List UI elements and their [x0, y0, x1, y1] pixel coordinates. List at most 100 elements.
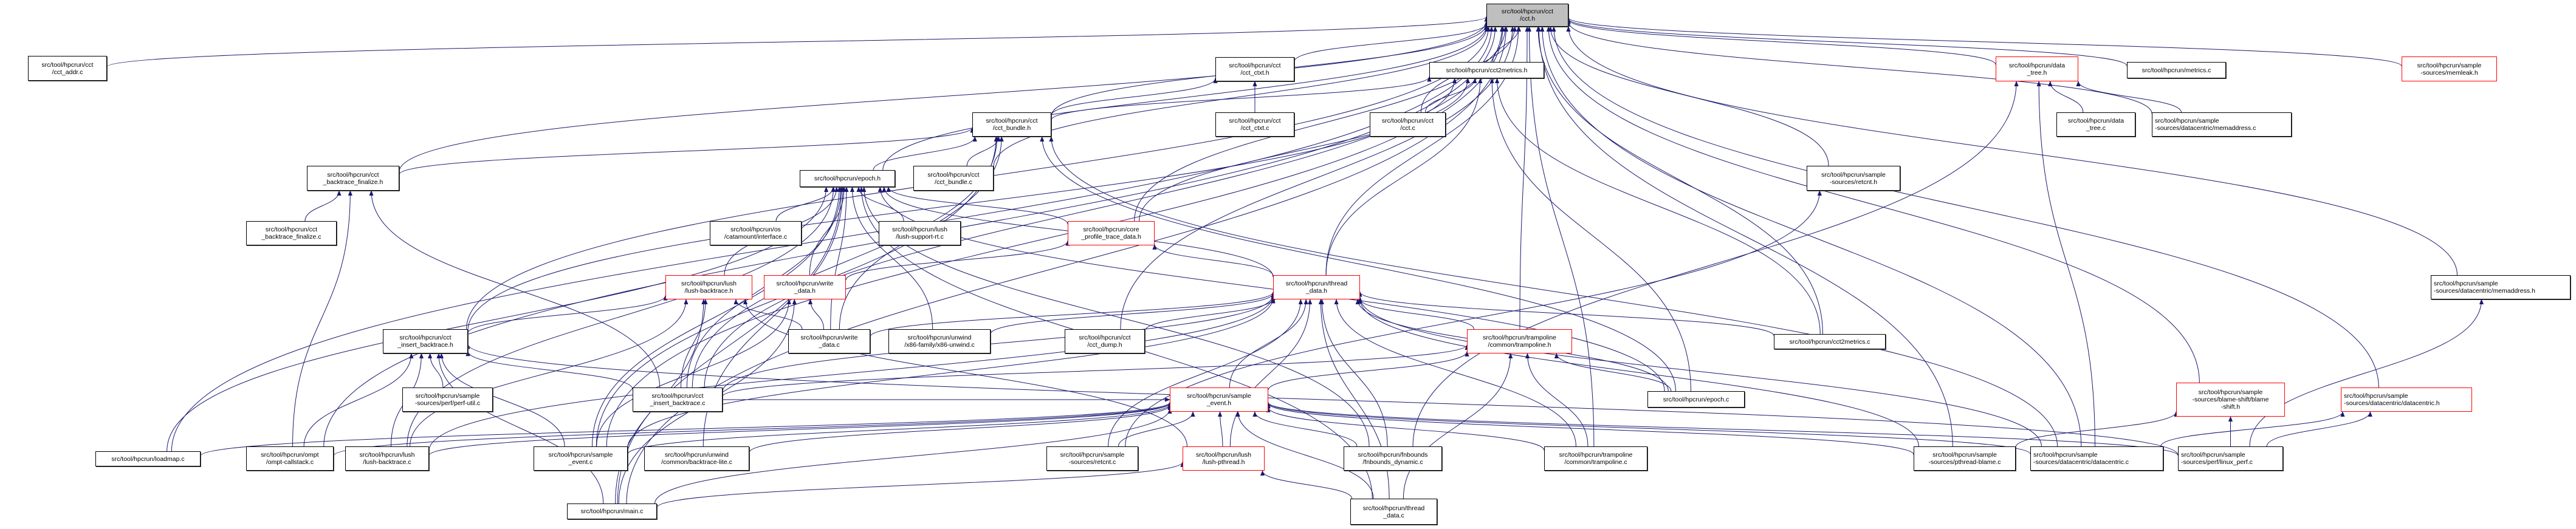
node-memaddress-h[interactable]: src/tool/hpcrun/sample -sources/datacent…	[2431, 275, 2571, 299]
node-write-data-h[interactable]: src/tool/hpcrun/write _data.h	[764, 275, 846, 299]
node-sample-event-c[interactable]: src/tool/hpcrun/sample _event.c	[534, 446, 628, 471]
edge-memaddress-c-to-data-tree-h	[2076, 81, 2182, 113]
node-ompt-callstack-c[interactable]: src/tool/hpcrun/ompt /ompt-callstack.c	[246, 446, 334, 471]
node-x86-unwind-c[interactable]: src/tool/hpcrun/unwind /x86-family/x86-u…	[888, 329, 991, 353]
edge-insert-bt-h-to-lush-backtrace-h	[467, 295, 668, 333]
node-cct-addr-c[interactable]: src/tool/hpcrun/cct /cct_addr.c	[28, 56, 107, 81]
node-insert-bt-h[interactable]: src/tool/hpcrun/cct _insert_backtrace.h	[383, 329, 468, 353]
edge-metrics-c-to-cct-h	[1566, 18, 2128, 66]
node-bt-finalize-h[interactable]: src/tool/hpcrun/cct _backtrace_finalize.…	[307, 166, 399, 191]
node-cct-bundle-c[interactable]: src/tool/hpcrun/cct /cct_bundle.c	[913, 166, 994, 191]
edge-ompt-callstack-c-to-insert-bt-h	[303, 353, 414, 447]
node-memaddress-c[interactable]: src/tool/hpcrun/sample -sources/datacent…	[2152, 112, 2292, 137]
edge-bt-finalize-h-to-cct-h	[399, 20, 1489, 172]
edge-cct-dump-h-to-thread-data-h	[1144, 298, 1276, 332]
node-trampoline-c[interactable]: src/tool/hpcrun/trampoline /common/tramp…	[1544, 446, 1647, 471]
node-datacentric-h[interactable]: src/tool/hpcrun/sample -sources/datacent…	[2341, 387, 2472, 412]
node-cct-ctxt-h[interactable]: src/tool/hpcrun/cct /cct_ctxt.h	[1215, 57, 1294, 81]
edge-cct-c-to-cct2metrics-h	[1425, 78, 1477, 113]
edge-write-data-h-to-core-profile-h	[845, 240, 1070, 281]
edge-loadmap-c-to-cct-h	[171, 26, 1494, 452]
edge-fnbounds-dyn-c-to-thread-data-h	[1319, 299, 1388, 447]
node-main-c[interactable]: src/tool/hpcrun/main.c	[567, 503, 657, 519]
edge-pthread-blame-c-to-cct-h	[1536, 26, 1953, 447]
node-epoch-c[interactable]: src/tool/hpcrun/epoch.c	[1647, 391, 1745, 408]
edge-cct2metrics-c-to-cct2metrics-h	[1494, 78, 1821, 335]
edge-linux-perf-c-to-memaddress-h	[2249, 299, 2484, 447]
edge-trampoline-h-to-thread-data-h	[1358, 298, 1474, 330]
node-core-profile-h[interactable]: src/tool/hpcrun/core _profile_trace_data…	[1068, 221, 1155, 245]
edge-retcnt-c-to-thread-data-h	[1108, 299, 1303, 447]
edge-datacentric-c-to-cct-h	[1540, 26, 2082, 447]
node-data-tree-c[interactable]: src/tool/hpcrun/data _tree.c	[2056, 112, 2135, 137]
edge-thread-data-h-to-core-profile-h	[1152, 244, 1274, 276]
edge-ompt-callstack-c-to-sample-event-h	[333, 402, 1172, 456]
node-lush-backtrace-h[interactable]: src/tool/hpcrun/lush /lush-backtrace.h	[665, 275, 752, 299]
node-cct-c[interactable]: src/tool/hpcrun/cct /cct.c	[1370, 112, 1446, 137]
edge-trampoline-c-to-cct-h	[1527, 26, 1595, 447]
node-lush-support-c[interactable]: src/tool/hpcrun/lush /lush-support-rt.c	[879, 221, 961, 245]
edge-thread-data-h-to-cct2metrics-h	[1325, 78, 1483, 276]
edge-insert-bt-c-to-thread-data-h	[722, 294, 1276, 392]
edge-datacentric-c-to-data-tree-h	[2036, 81, 2095, 447]
node-backtrace-lite-c[interactable]: src/tool/hpcrun/unwind /common/backtrace…	[644, 446, 749, 471]
edge-pthread-blame-c-to-blame-shift-h	[2015, 411, 2179, 448]
edge-linux-perf-c-to-sample-event-h	[1266, 401, 2179, 456]
edge-perf-util-c-to-insert-bt-h	[428, 353, 444, 388]
node-epoch-h[interactable]: src/tool/hpcrun/epoch.h	[800, 170, 895, 187]
edge-cct-bundle-c-to-cct-h	[993, 26, 1489, 167]
edge-datacentric-c-to-datacentric-h	[2160, 411, 2345, 447]
edge-bt-finalize-h-to-cct-bundle-h	[399, 127, 975, 175]
node-perf-util-c[interactable]: src/tool/hpcrun/sample -sources/perf/per…	[402, 387, 493, 412]
node-cct-bundle-h[interactable]: src/tool/hpcrun/cct /cct_bundle.h	[972, 112, 1051, 137]
node-bt-finalize-c[interactable]: src/tool/hpcrun/cct _backtrace_finalize.…	[246, 221, 337, 245]
node-cct2metrics-h[interactable]: src/tool/hpcrun/cct2metrics.h	[1429, 62, 1544, 78]
edge-sample-event-c-to-sample-event-h	[627, 403, 1172, 455]
node-datacentric-c[interactable]: src/tool/hpcrun/sample -sources/datacent…	[2030, 446, 2163, 471]
edge-core-profile-h-to-epoch-h	[886, 186, 1068, 225]
edge-retcnt-c-to-retcnt-h	[1125, 190, 1822, 447]
node-blame-shift-h[interactable]: src/tool/hpcrun/sample -sources/blame-sh…	[2176, 383, 2285, 417]
node-lush-pthread-h[interactable]: src/tool/hpcrun/lush /lush-pthread.h	[1183, 446, 1265, 471]
edge-core-profile-h-to-cct2metrics-h	[1139, 78, 1470, 222]
edge-thread-data-c-to-lush-pthread-h	[1260, 470, 1353, 499]
node-cct-dump-h[interactable]: src/tool/hpcrun/cct /cct_dump.h	[1065, 329, 1145, 353]
node-retcnt-h[interactable]: src/tool/hpcrun/sample -sources/retcnt.h	[1807, 166, 1900, 191]
node-write-data-c[interactable]: src/tool/hpcrun/write _data.c	[788, 329, 870, 353]
edge-write-data-c-to-write-data-h	[808, 299, 825, 330]
node-trampoline-h[interactable]: src/tool/hpcrun/trampoline /common/tramp…	[1467, 329, 1572, 353]
edge-lush-backtrace-c-to-sample-event-h	[428, 402, 1172, 456]
edge-fnbounds-dyn-c-to-data-tree-h	[1412, 81, 2019, 447]
node-catamount-c[interactable]: src/tool/hpcrun/os /catamount/interface.…	[710, 221, 802, 245]
node-cct2metrics-c[interactable]: src/tool/hpcrun/cct2metrics.c	[1774, 334, 1886, 349]
edge-x86-unwind-c-to-thread-data-h	[990, 293, 1276, 335]
edge-epoch-c-to-trampoline-h	[1554, 353, 1672, 392]
edge-thread-data-c-to-trampoline-h	[1403, 353, 1513, 499]
node-metrics-c[interactable]: src/tool/hpcrun/metrics.c	[2127, 62, 2226, 78]
edge-linux-perf-c-to-datacentric-h	[2266, 411, 2372, 447]
edge-lush-support-c-to-epoch-h	[856, 186, 904, 222]
edge-trampoline-c-to-thread-data-h	[1334, 299, 1576, 447]
node-lush-backtrace-c[interactable]: src/tool/hpcrun/lush /lush-backtrace.c	[345, 446, 429, 471]
node-pthread-blame-c[interactable]: src/tool/hpcrun/sample -sources/pthread-…	[1914, 446, 2016, 471]
edge-write-data-c-to-lush-backtrace-h	[733, 299, 803, 330]
edge-main-c-to-insert-bt-h	[436, 353, 604, 504]
node-retcnt-c[interactable]: src/tool/hpcrun/sample -sources/retcnt.c	[1046, 446, 1138, 471]
node-insert-bt-c[interactable]: src/tool/hpcrun/cct _insert_backtrace.c	[633, 387, 723, 412]
edge-cct2metrics-c-to-cct-h	[1536, 26, 1823, 335]
node-thread-data-c[interactable]: src/tool/hpcrun/thread _data.c	[1350, 499, 1437, 525]
edge-ompt-callstack-c-to-bt-finalize-h	[292, 190, 352, 447]
node-sample-event-h[interactable]: src/tool/hpcrun/sample _event.h	[1170, 387, 1268, 412]
node-memleak-h[interactable]: src/tool/hpcrun/sample -sources/memleak.…	[2402, 56, 2497, 81]
edge-epoch-c-to-cct-bundle-h	[1040, 136, 1676, 392]
edge-thread-data-c-to-sample-event-h	[1235, 411, 1374, 499]
edge-bt-finalize-c-to-bt-finalize-h	[304, 190, 342, 222]
node-data-tree-h[interactable]: src/tool/hpcrun/data _tree.h	[1996, 56, 2078, 81]
node-fnbounds-dyn-c[interactable]: src/tool/hpcrun/fnbounds /fnbounds_dynam…	[1344, 446, 1442, 471]
node-thread-data-h[interactable]: src/tool/hpcrun/thread _data.h	[1273, 275, 1360, 299]
edge-catamount-c-to-epoch-h	[775, 186, 836, 222]
node-cct-ctxt-c[interactable]: src/tool/hpcrun/cct /cct_ctxt.c	[1215, 112, 1294, 137]
node-linux-perf-c[interactable]: src/tool/hpcrun/sample -sources/perf/lin…	[2178, 446, 2283, 471]
node-loadmap-c[interactable]: src/tool/hpcrun/loadmap.c	[95, 451, 201, 466]
